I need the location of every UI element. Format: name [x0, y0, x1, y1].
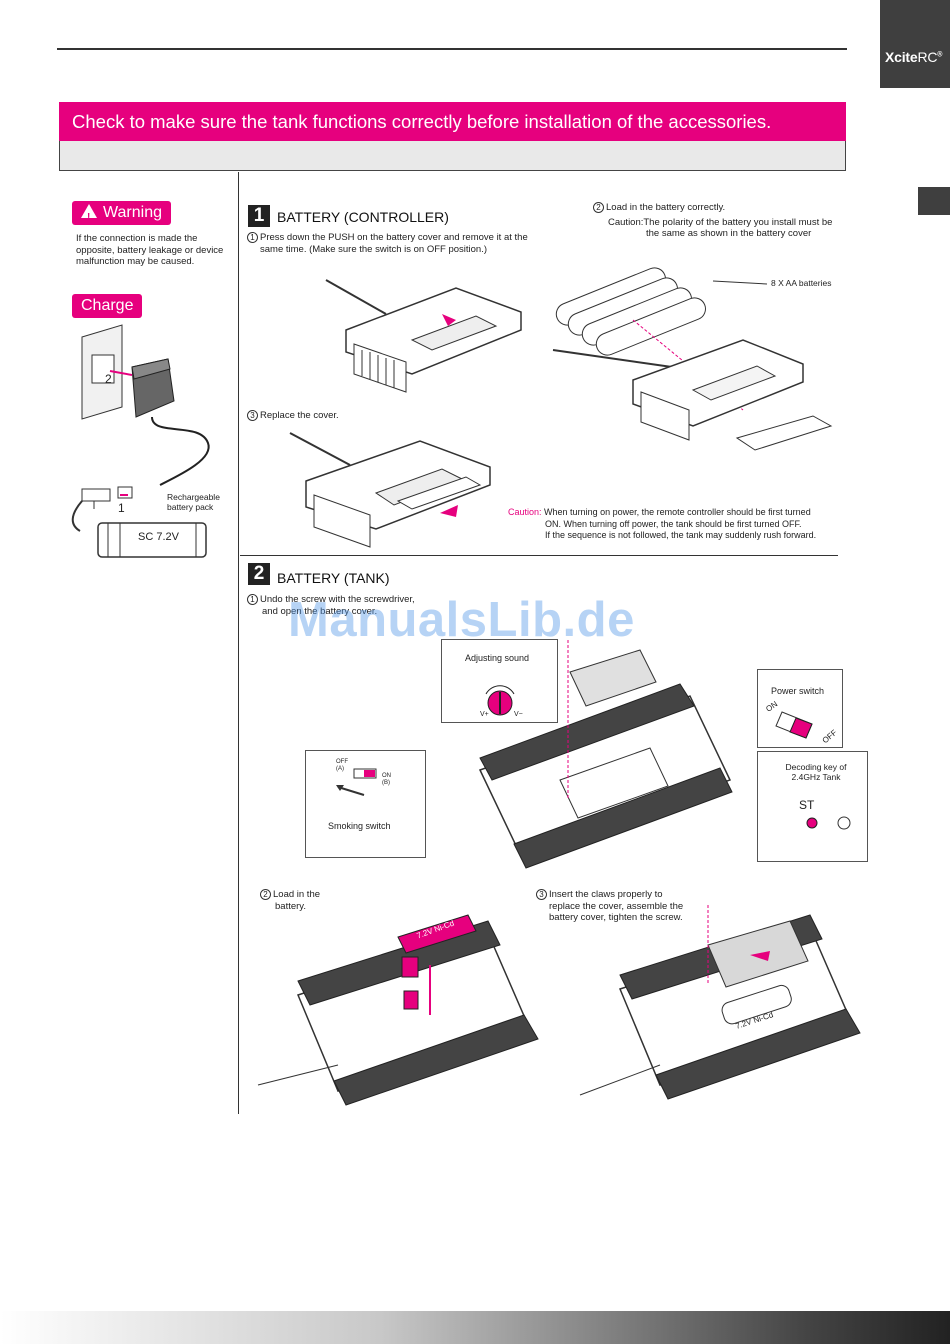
warning-badge: Warning	[72, 201, 171, 230]
decoding-key-label: Decoding key of 2.4GHz Tank	[785, 762, 847, 782]
page-banner: Check to make sure the tank functions co…	[59, 102, 846, 141]
power-switch-callout: Power switch ON OFF	[757, 669, 843, 748]
watermark: ManualsLib.de	[288, 593, 635, 647]
st-buttons-icon	[806, 816, 851, 830]
smoking-switch-callout: OFF(A) ON(B) Smoking switch	[305, 750, 426, 858]
power-switch-icon	[775, 711, 813, 739]
warning-icon	[81, 204, 97, 230]
smoke-off-label: OFF(A)	[336, 759, 348, 772]
batteries-label: 8 X AA batteries	[771, 278, 832, 288]
volume-minus-label: V−	[514, 711, 523, 718]
section-side-tab	[918, 187, 950, 215]
controller-open-illustration	[325, 279, 522, 393]
top-rule	[57, 48, 847, 50]
st-label: ST	[799, 798, 815, 812]
brand-tab	[880, 0, 950, 88]
tank-close-cover-illustration	[579, 905, 861, 1100]
column-divider	[238, 172, 239, 1114]
wall-step-number: 2	[105, 372, 112, 386]
section-number: 1	[248, 205, 270, 227]
banner-subbar	[59, 141, 846, 171]
battery-pack-text: SC 7.2V	[138, 531, 179, 543]
battery-pack-label: Rechargeable battery pack	[167, 492, 220, 512]
plug-step-number: 1	[118, 501, 125, 515]
controller-closed-illustration	[289, 432, 491, 548]
warning-label: Warning	[103, 204, 162, 221]
brand-logo: XciteRC®	[885, 49, 943, 65]
volume-plus-label: V+	[480, 711, 489, 718]
volume-knob-icon	[485, 685, 515, 716]
section-title: BATTERY (CONTROLLER)	[277, 209, 449, 225]
decoding-key-callout: Decoding key of 2.4GHz Tank ST	[757, 751, 868, 862]
section-number: 2	[248, 563, 270, 585]
warning-text: If the connection is made the opposite, …	[76, 233, 224, 267]
power-switch-label: Power switch	[771, 686, 825, 696]
page-footer-bar	[0, 1311, 950, 1344]
smoking-switch-icon	[336, 768, 377, 796]
adjusting-sound-callout: Adjusting sound V+ V−	[441, 639, 558, 723]
section-title: BATTERY (TANK)	[277, 570, 390, 586]
controller-batteries-illustration	[552, 267, 833, 451]
section-divider	[240, 555, 838, 556]
smoking-switch-label: Smoking switch	[328, 821, 391, 831]
charger-illustration	[71, 324, 210, 558]
adjusting-sound-label: Adjusting sound	[465, 653, 530, 663]
smoke-on-label: ON(B)	[382, 773, 391, 786]
tank-open-illustration	[478, 640, 733, 869]
controller-caution-text: Caution: When turning on power, the remo…	[508, 507, 817, 540]
tank-load-battery-illustration	[257, 914, 539, 1106]
charge-badge: Charge	[72, 294, 143, 318]
